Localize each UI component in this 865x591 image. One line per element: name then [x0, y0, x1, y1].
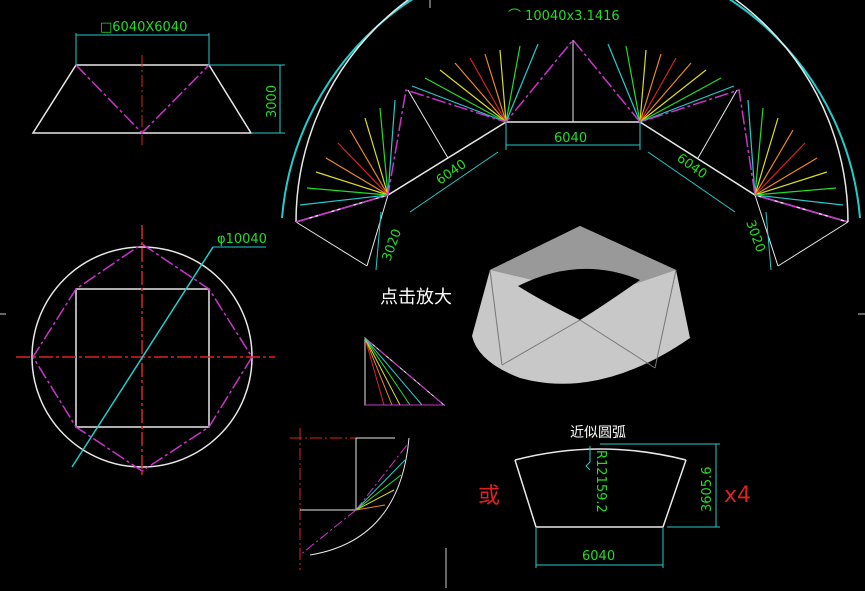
piece-height-label: 3605.6: [700, 467, 715, 513]
development-view: 6040 6040 6040 3020 3020 ⌒ 10040x3.1416: [281, 0, 861, 271]
approx-title: 近似圆弧: [570, 425, 626, 441]
left-end-label: 3020: [380, 227, 405, 263]
piece-bottom-label: 6040: [582, 549, 615, 564]
radius-label: R12159.2: [593, 450, 608, 513]
top-view: φ10040: [16, 225, 275, 475]
3d-model: [472, 226, 690, 384]
top-size-label: □6040X6040: [100, 20, 187, 35]
front-view: □6040X6040 3000: [31, 20, 285, 145]
arc-length-label: ⌒ 10040x3.1416: [508, 9, 620, 24]
quantity-label: x4: [724, 483, 751, 508]
zoom-in-button[interactable]: 点击放大: [376, 277, 468, 319]
approx-arc-piece: 近似圆弧 R12159.2 3605.6 6040 或 x4: [478, 425, 751, 568]
top-edge-label: 6040: [554, 131, 587, 146]
right-edge-label: 6040: [674, 151, 710, 182]
quarter-section: [290, 428, 410, 570]
triangle-detail: [364, 336, 446, 406]
diameter-label: φ10040: [217, 232, 267, 247]
height-label: 3000: [265, 85, 280, 118]
or-label: 或: [478, 484, 500, 509]
